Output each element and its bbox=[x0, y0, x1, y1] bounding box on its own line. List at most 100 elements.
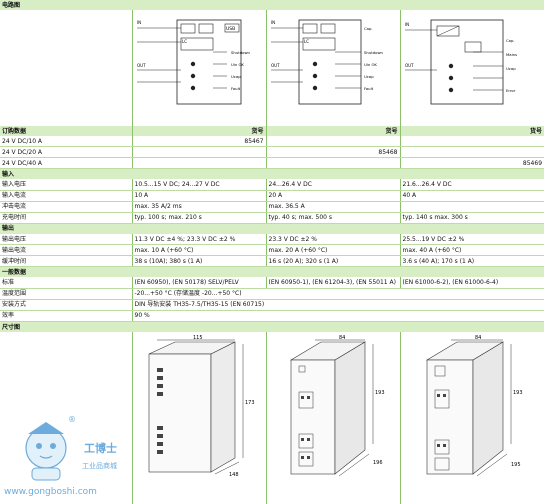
spec-value: 16 s (20 A); 320 s (1 A) bbox=[266, 255, 401, 268]
svg-text:LC: LC bbox=[304, 39, 309, 44]
spec-label: 冲击电流 bbox=[0, 201, 133, 213]
svg-text:Mains: Mains bbox=[506, 52, 517, 57]
svg-text:Uin OK: Uin OK bbox=[231, 62, 244, 67]
dimension-drawing-1: 115 173 148 bbox=[132, 332, 267, 504]
order-number: 85469 bbox=[400, 157, 545, 170]
svg-text:LC: LC bbox=[182, 39, 187, 44]
spec-value: (EN 60950-1), (EN 61204-3), (EN 55011 A) bbox=[266, 277, 401, 289]
spec-value: typ. 100 s; max. 210 s bbox=[132, 212, 267, 224]
svg-text:Ucap: Ucap bbox=[506, 66, 516, 71]
svg-text:Cap.: Cap. bbox=[364, 26, 373, 31]
spec-value: max. 40 A (+60 °C) bbox=[400, 244, 545, 257]
spec-label: 输出电压 bbox=[0, 234, 133, 246]
section-circuit: 电路图 bbox=[0, 0, 545, 11]
svg-text:Shutdown: Shutdown bbox=[231, 50, 251, 55]
spec-value: max. 36.5 A bbox=[266, 201, 401, 213]
order-name: 24 V DC/40 A bbox=[0, 157, 133, 170]
section-dimensions: 尺寸图 bbox=[0, 321, 545, 333]
spec-value: DIN 导轨安装 TH35-7.5/TH35-15 (EN 60715) bbox=[132, 299, 545, 311]
spec-label: 输入电流 bbox=[0, 190, 133, 202]
svg-text:工博士: 工博士 bbox=[84, 441, 117, 455]
device-drawing-3: 84 193 195 bbox=[425, 335, 522, 477]
svg-text:Ucap: Ucap bbox=[364, 74, 374, 79]
svg-text:84: 84 bbox=[339, 335, 345, 341]
circuit-diagram-3: IN OUT Cap. Mains Ucap Error bbox=[400, 10, 545, 126]
order-header-2: 货号 bbox=[266, 125, 401, 137]
spec-row: 标准 (EN 60950), (EN 50178) SELV/PELV (EN … bbox=[0, 277, 545, 289]
svg-text:Shutdown: Shutdown bbox=[364, 50, 384, 55]
order-name: 24 V DC/20 A bbox=[0, 146, 133, 159]
svg-text:IN: IN bbox=[405, 22, 409, 27]
spec-value: 23.3 V DC ±2 % bbox=[266, 234, 401, 246]
svg-text:84: 84 bbox=[475, 335, 481, 341]
svg-text:www.gongboshi.com: www.gongboshi.com bbox=[4, 487, 97, 497]
spec-row: 输入电压 10.5...15 V DC; 24...27 V DC 24...2… bbox=[0, 179, 545, 191]
spec-value: (EN 60950), (EN 50178) SELV/PELV bbox=[132, 277, 267, 289]
svg-text:Error: Error bbox=[506, 88, 516, 93]
spec-value: 20 A bbox=[266, 190, 401, 202]
spec-row: 冲击电流 max. 35 A/2 ms max. 36.5 A bbox=[0, 201, 545, 213]
spec-value: 38 s (10A); 380 s (1 A) bbox=[132, 255, 267, 268]
section-title: 尺寸图 bbox=[0, 321, 545, 333]
order-header-3: 货号 bbox=[400, 125, 545, 137]
circuit-diagram-3-svg: IN OUT Cap. Mains Ucap Error bbox=[404, 19, 517, 105]
dimension-drawing-row: 115 173 148 84 bbox=[0, 332, 545, 504]
svg-text:®: ® bbox=[68, 415, 76, 424]
spec-value: 11.3 V DC ±4 %; 23.3 V DC ±2 % bbox=[132, 234, 267, 246]
dimension-drawing-3: 84 193 195 bbox=[400, 332, 545, 504]
section-title: 电路图 bbox=[0, 0, 545, 11]
spec-value: max. 20 A (+60 °C) bbox=[266, 244, 401, 257]
spec-row: 效率 90 % bbox=[0, 310, 545, 322]
section-general: 一般数据 bbox=[0, 266, 545, 278]
svg-text:115: 115 bbox=[193, 335, 203, 341]
order-row: 24 V DC/10 A 85467 bbox=[0, 136, 545, 148]
section-title: 订购数据 bbox=[0, 125, 133, 137]
spec-value: 24...26.4 V DC bbox=[266, 179, 401, 191]
spec-value: 21.6...26.4 V DC bbox=[400, 179, 545, 191]
spec-value: 40 A bbox=[400, 190, 545, 202]
svg-text:OUT: OUT bbox=[405, 63, 414, 68]
device-drawing-1: 115 173 148 bbox=[148, 335, 255, 478]
svg-text:Uin OK: Uin OK bbox=[364, 62, 377, 67]
spec-value: 10 A bbox=[132, 190, 267, 202]
order-row: 24 V DC/20 A 85468 bbox=[0, 146, 545, 159]
svg-text:USB: USB bbox=[226, 26, 235, 32]
circuit-diagram-1: USB LC IN OUT Shutdown Uin OK Ucap Fault bbox=[132, 10, 267, 126]
order-row: 24 V DC/40 A 85469 bbox=[0, 157, 545, 170]
spec-row: 输入电流 10 A 20 A 40 A bbox=[0, 190, 545, 202]
watermark-logo: ® 工博士 工业品商城 www.gongboshi.com bbox=[4, 404, 134, 500]
spec-label: 温度范围 bbox=[0, 288, 133, 300]
spec-label: 充电时间 bbox=[0, 212, 133, 224]
svg-text:工业品商城: 工业品商城 bbox=[82, 461, 117, 470]
circuit-diagram-row: USB LC IN OUT Shutdown Uin OK Ucap Fault bbox=[0, 10, 545, 126]
spec-value: typ. 140 s max. 300 s bbox=[400, 212, 545, 224]
svg-text:148: 148 bbox=[229, 472, 239, 478]
order-number: 85468 bbox=[266, 146, 401, 159]
spec-value: 90 % bbox=[132, 310, 545, 322]
section-output: 输出 bbox=[0, 223, 545, 235]
svg-text:173: 173 bbox=[245, 400, 255, 406]
spec-value: 25.5...19 V DC ±2 % bbox=[400, 234, 545, 246]
spec-label: 缓冲时间 bbox=[0, 255, 133, 268]
spec-value: 10.5...15 V DC; 24...27 V DC bbox=[132, 179, 267, 191]
spec-label: 安装方式 bbox=[0, 299, 133, 311]
svg-text:Cap.: Cap. bbox=[506, 38, 515, 43]
spec-value: max. 10 A (+60 °C) bbox=[132, 244, 267, 257]
order-number: 85467 bbox=[132, 136, 267, 148]
order-name: 24 V DC/10 A bbox=[0, 136, 133, 148]
spec-value: -20...+50 °C (存储温度 -20...+50 °C) bbox=[132, 288, 545, 300]
spec-value: max. 35 A/2 ms bbox=[132, 201, 267, 213]
circuit-diagram-2: LC IN OUT Cap. Shutdown Uin OK Ucap Faul… bbox=[266, 10, 401, 126]
spec-value: typ. 40 s; max. 500 s bbox=[266, 212, 401, 224]
svg-text:Fault: Fault bbox=[364, 86, 374, 91]
svg-text:OUT: OUT bbox=[271, 63, 280, 68]
svg-text:Ucap: Ucap bbox=[231, 74, 241, 79]
spec-label: 输出电流 bbox=[0, 244, 133, 257]
spec-table: 电路图 USB LC IN OUT Shutdown Uin OK bbox=[0, 0, 545, 504]
circuit-diagram-2-svg: LC IN OUT Cap. Shutdown Uin OK Ucap Faul… bbox=[270, 19, 384, 105]
spec-row: 安装方式 DIN 导轨安装 TH35-7.5/TH35-15 (EN 60715… bbox=[0, 299, 545, 311]
spec-value: 3.6 s (40 A); 170 s (1 A) bbox=[400, 255, 545, 268]
section-title: 一般数据 bbox=[0, 266, 545, 278]
section-title: 输出 bbox=[0, 223, 545, 235]
spec-label: 输入电压 bbox=[0, 179, 133, 191]
